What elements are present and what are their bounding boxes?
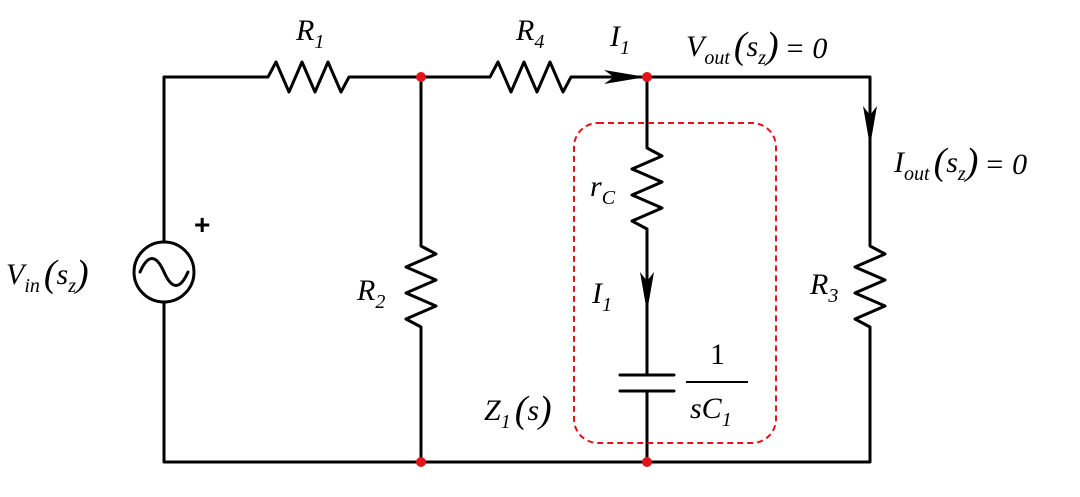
resistor-r1 bbox=[260, 60, 358, 94]
arrow-i1-top bbox=[604, 70, 646, 84]
wire-r3-bottom bbox=[162, 300, 872, 464]
wire-top-left bbox=[162, 75, 264, 244]
cap-expr-denominator: sC1 bbox=[690, 392, 732, 431]
wire-r4-to-node bbox=[576, 75, 872, 242]
label-vin: Vin(sz) bbox=[6, 253, 89, 297]
wires bbox=[162, 60, 887, 464]
node-bottom-cap bbox=[642, 457, 652, 467]
capacitor-impedance-expr: 1 sC1 bbox=[686, 338, 748, 431]
label-i1-top: I1 bbox=[609, 20, 630, 59]
label-vout: Vout(sz)= 0 bbox=[686, 25, 827, 69]
resistor-r2 bbox=[404, 238, 438, 464]
node-top-r2 bbox=[416, 72, 426, 82]
label-z1: Z1(s) bbox=[484, 389, 552, 433]
arrow-i1-mid bbox=[640, 272, 654, 312]
label-r3: R3 bbox=[809, 268, 838, 307]
label-r1: R1 bbox=[295, 14, 324, 53]
resistor-r3 bbox=[853, 238, 887, 336]
label-i1-mid: I1 bbox=[591, 277, 612, 316]
node-bottom-r2 bbox=[416, 457, 426, 467]
arrow-iout bbox=[863, 106, 877, 146]
label-plus: + bbox=[194, 209, 210, 240]
label-r4: R4 bbox=[515, 14, 544, 53]
label-rc: rC bbox=[590, 170, 616, 209]
resistor-rc bbox=[630, 140, 664, 238]
z1-dashed-box bbox=[573, 122, 777, 444]
node-top-rc bbox=[642, 72, 652, 82]
ac-source-vin bbox=[132, 240, 196, 304]
resistor-r4 bbox=[482, 60, 580, 94]
junction-nodes bbox=[416, 72, 652, 467]
cap-expr-numerator: 1 bbox=[710, 338, 725, 371]
label-iout: Iout(sz)= 0 bbox=[893, 141, 1027, 185]
label-r2: R2 bbox=[356, 274, 385, 313]
